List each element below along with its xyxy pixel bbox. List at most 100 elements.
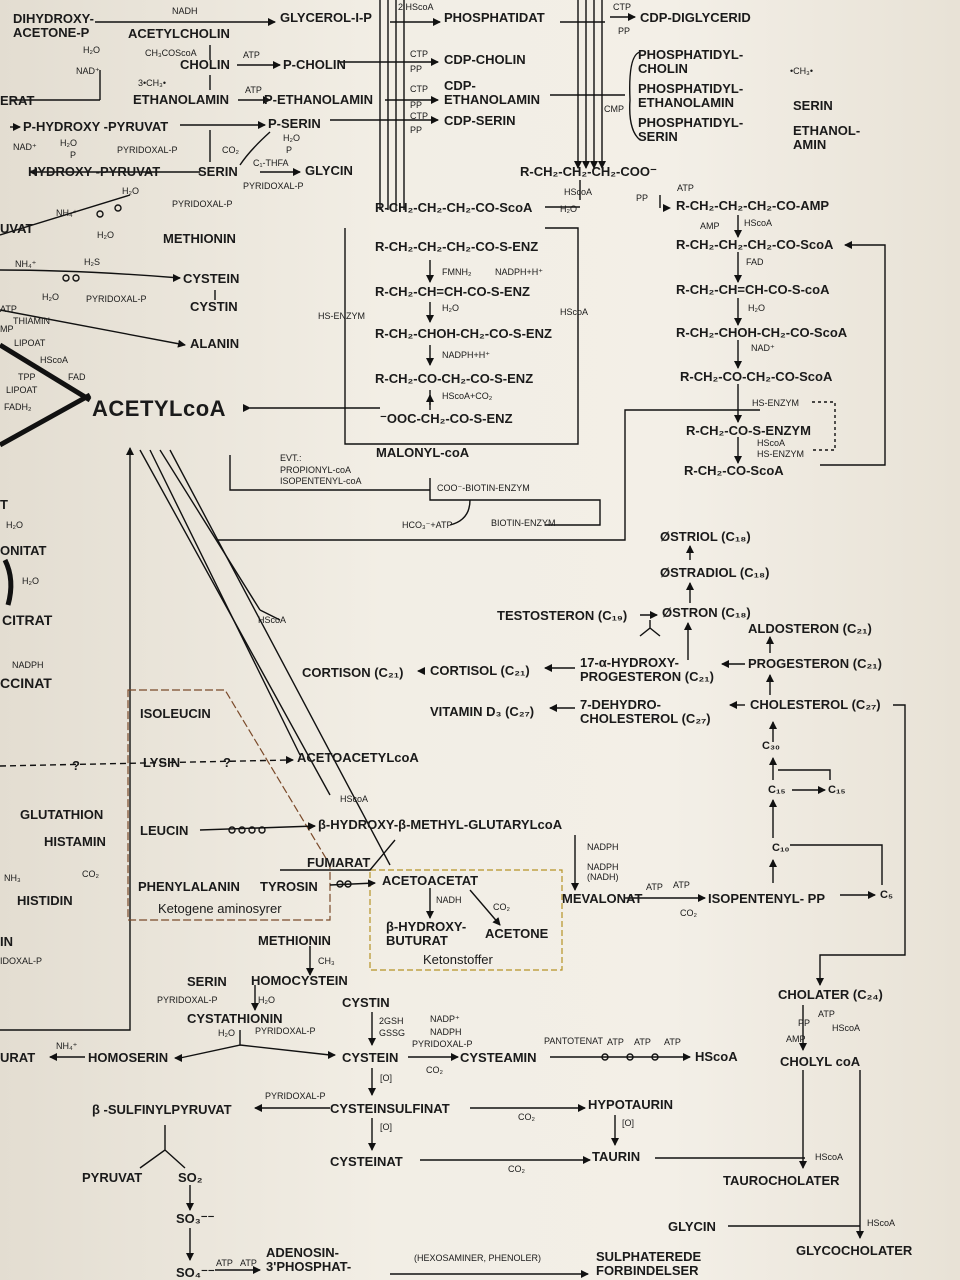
- coo-biotin: COO⁻-BIOTIN-ENZYM: [437, 483, 530, 493]
- phosphatidylcholin: PHOSPHATIDYL- CHOLIN: [638, 47, 744, 76]
- homoserin: HOMOSERIN: [88, 1050, 169, 1065]
- atp-bile: ATP: [818, 1009, 835, 1019]
- cystein: CYSTEIN: [342, 1050, 399, 1065]
- amp-bo: AMP: [700, 221, 720, 231]
- serin-s: SERIN: [187, 974, 227, 989]
- c1-thfa: C₁-THFA: [253, 158, 289, 168]
- uvat-label: UVAT: [0, 221, 34, 236]
- atp-s-2: ATP: [634, 1037, 651, 1047]
- pp-1: PP: [410, 64, 423, 74]
- c15-a: C₁₅: [768, 784, 786, 796]
- co2-k: CO₂: [493, 902, 510, 912]
- p-p: P: [286, 145, 293, 155]
- ctp-1: CTP: [410, 49, 428, 59]
- hmg-coa: β-HYDROXY-β-METHYL-GLUTARYLcoA: [318, 817, 563, 832]
- dehydrocholesterol: 7-DEHYDRO- CHOLESTEROL (C₂₇): [580, 697, 711, 726]
- isopentenyl-coa: ISOPENTENYL-coA: [280, 476, 362, 486]
- hs-enzym-fs: HS-ENZYM: [318, 311, 365, 321]
- o-s-1: [O]: [380, 1073, 393, 1083]
- hscoa-co2: HScoA+CO₂: [442, 391, 493, 401]
- methionin-top: METHIONIN: [163, 231, 236, 246]
- ethanolamin: ETHANOLAMIN: [133, 92, 230, 107]
- ostron: ØSTRON (C₁₈): [662, 605, 751, 620]
- co2-left: CO₂: [82, 869, 99, 879]
- ketogene-label: Ketogene aminosyrer: [158, 901, 282, 916]
- acetone: ACETONE: [485, 926, 549, 941]
- cholin: CHOLIN: [180, 57, 230, 72]
- acetylcoa: ACETYLcoA: [92, 396, 227, 421]
- p-ethanolamin: P-ETHANOLAMIN: [264, 92, 374, 107]
- hscoa-fs-2: HScoA: [560, 307, 589, 317]
- p-hydroxy-pyruvat: P-HYDROXY -PYRUVAT: [23, 119, 169, 134]
- cortisol: CORTISOL (C₂₁): [430, 663, 530, 678]
- serin: SERIN: [198, 164, 238, 179]
- cdp-ethanolamin: CDP- ETHANOLAMIN: [444, 78, 541, 107]
- fad-left: FAD: [68, 372, 86, 382]
- atp-eth: ATP: [245, 85, 262, 95]
- pyridoxal-s-3: PYRIDOXAL-P: [412, 1039, 473, 1049]
- h2s: H₂S: [84, 257, 100, 267]
- cholyl-coa: CHOLYL coA: [780, 1054, 861, 1069]
- nh3-left: NH₃: [4, 873, 21, 883]
- ch3coscoa: CH₃COScoA: [145, 48, 197, 58]
- leucin: LEUCIN: [140, 823, 189, 838]
- lysin: LYSIN: [143, 755, 181, 770]
- biotin-enzym: BIOTIN-ENZYM: [491, 518, 556, 528]
- pyruvat: PYRUVAT: [82, 1170, 143, 1185]
- cortison: CORTISON (C₂₁): [302, 665, 404, 680]
- phosphatidylserin: PHOSPHATIDYL- SERIN: [638, 115, 744, 144]
- atp-cholin: ATP: [243, 50, 260, 60]
- lipoat: LIPOAT: [14, 338, 46, 348]
- o-s-3: [O]: [380, 1122, 393, 1132]
- taurocholater: TAUROCHOLATER: [723, 1173, 840, 1188]
- r-co-amp: R-CH₂-CH₂-CH₂-CO-AMP: [676, 198, 830, 213]
- h2o-left-2: H₂O: [22, 576, 39, 586]
- ketonstoffer-label: Ketonstoffer: [423, 952, 493, 967]
- adenosin-phosphat: ADENOSIN- 3'PHOSPHAT-: [266, 1245, 352, 1274]
- p-serin: P-SERIN: [268, 116, 321, 131]
- hco3-atp: HCO₃⁻+ATP: [402, 520, 453, 530]
- hscoa-k-a: HScoA: [258, 615, 287, 625]
- aldosteron: ALDOSTERON (C₂₁): [748, 621, 872, 636]
- hydroxybuturat: β-HYDROXY- BUTURAT: [386, 919, 467, 948]
- alanin: ALANIN: [190, 336, 240, 351]
- cystein-top: CYSTEIN: [183, 271, 240, 286]
- ethanolamin-right: ETHANOL- AMIN: [793, 123, 861, 152]
- progesteron: PROGESTERON (C₂₁): [748, 656, 882, 671]
- acetylcholin: ACETYLCHOLIN: [128, 26, 230, 41]
- hs-enzym-bo-1: HS-ENZYM: [752, 398, 799, 408]
- phosphatidylethanolamin: PHOSPHATIDYL- ETHANOLAMIN: [638, 81, 744, 110]
- citrat: CITRAT: [2, 612, 53, 628]
- phenylalanin: PHENYLALANIN: [138, 879, 240, 894]
- atp-s-5: ATP: [240, 1258, 257, 1268]
- pyridoxal-s-4: PYRIDOXAL-P: [265, 1091, 326, 1101]
- bo-step-2: R-CH₂-CH=CH-CO-S-coA: [676, 282, 830, 297]
- ch3-s: CH₃: [318, 956, 335, 966]
- bo-step-5: R-CH₂-CO-S-ENZYM: [686, 423, 811, 438]
- nadph-fs-1: NADPH+H⁺: [495, 267, 544, 277]
- hs-enzym-bo-2: HS-ENZYM: [757, 449, 804, 459]
- two-hscoa: 2 HScoA: [398, 2, 434, 12]
- fs-step-3: R-CH₂-CHOH-CH₂-CO-S-ENZ: [375, 326, 552, 341]
- hscoa-bo: HScoA: [744, 218, 773, 228]
- question-1: ?: [72, 758, 80, 773]
- ccinat: CCINAT: [0, 675, 52, 691]
- atp-bo: ATP: [677, 183, 694, 193]
- h2o-s-1: H₂O: [258, 995, 275, 1005]
- pyridoxal-p-b: PYRIDOXAL-P: [243, 181, 304, 191]
- pyridoxal-p-c: PYRIDOXAL-P: [172, 199, 233, 209]
- pp-2: PP: [410, 100, 423, 110]
- lipoat-2: LIPOAT: [6, 385, 38, 395]
- hscoa-bo-2: HScoA: [757, 438, 786, 448]
- h2o-bo: H₂O: [748, 303, 765, 313]
- isoleucin: ISOLEUCIN: [140, 706, 211, 721]
- pp-bo: PP: [636, 193, 649, 203]
- question-2: ?: [223, 755, 231, 770]
- hscoa-k-b: HScoA: [340, 794, 369, 804]
- hscoa-fs-1: HScoA: [564, 187, 593, 197]
- cmp-label: CMP: [604, 104, 624, 114]
- nad-b: NAD⁺: [13, 142, 37, 152]
- cysteamin: CYSTEAMIN: [460, 1050, 537, 1065]
- co2-s-2: CO₂: [518, 1112, 535, 1122]
